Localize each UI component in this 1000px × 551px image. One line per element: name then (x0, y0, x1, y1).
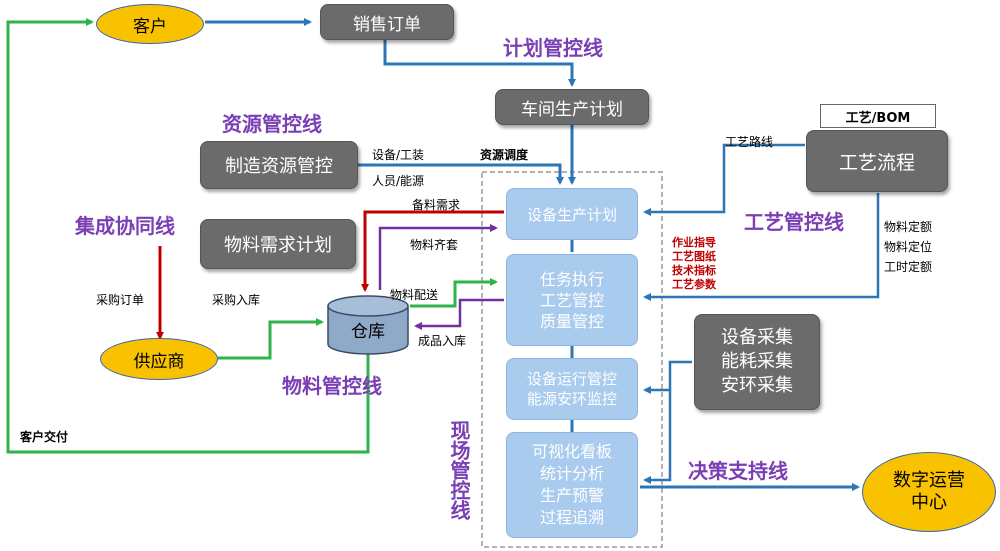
supplier-node: 供应商 (100, 338, 218, 380)
label-material-position: 物料定位 (884, 240, 933, 254)
label-purchase-storage: 采购入库 (212, 293, 261, 307)
arrow-supplier-to-warehouse (218, 318, 324, 360)
digital-center-line-2: 中心 (911, 492, 947, 513)
material-line-title: 物料管控线 (282, 374, 382, 398)
resource-line-title: 资源管控线 (222, 112, 322, 136)
collection-safety: 安环采集 (721, 375, 793, 396)
dashboard-line-4: 过程追溯 (539, 508, 604, 527)
task-exec-box: 任务执行 工艺管控 质量管控 (506, 254, 638, 346)
note-process-params: 工艺参数 (672, 278, 716, 291)
label-customer-delivery: 客户交付 (20, 430, 69, 444)
dashboard-line-2: 统计分析 (539, 464, 604, 483)
equip-ops-line-1: 设备运行管控 (526, 370, 617, 388)
label-equipment-tooling: 设备/工装 (372, 148, 425, 162)
arrow-process-to-task (643, 193, 880, 301)
equipment-plan-label: 设备生产计划 (526, 205, 617, 224)
dashboard-box: 可视化看板 统计分析 生产预警 过程追溯 (506, 432, 638, 538)
warehouse-cylinder (327, 295, 409, 355)
arrow-collection-to-dashboard (643, 390, 672, 484)
supplier-label: 供应商 (133, 351, 185, 372)
label-process-route: 工艺路线 (725, 135, 774, 149)
material-plan-label: 物料需求计划 (224, 235, 332, 256)
arrow-material-kit (378, 224, 498, 290)
label-material-kit: 物料齐套 (410, 238, 459, 252)
warehouse-label: 仓库 (351, 321, 385, 342)
resource-control-label: 制造资源管控 (225, 156, 333, 177)
collection-energy: 能耗采集 (721, 351, 793, 372)
arrow-warehouse-to-customer (6, 18, 370, 454)
process-bom-label: 工艺/BOM (845, 110, 911, 126)
site-line-title: 现场管控线 (447, 420, 471, 520)
label-personnel-energy: 人员/能源 (372, 174, 425, 188)
equip-ops-box: 设备运行管控 能源安环监控 (506, 358, 638, 420)
plan-line-title: 计划管控线 (503, 36, 603, 60)
arrow-collection-to-ops (643, 360, 692, 394)
process-flow-label: 工艺流程 (838, 151, 915, 174)
note-process-drawing: 工艺图纸 (672, 250, 716, 263)
note-work-guide: 作业指导 (672, 236, 716, 249)
label-purchase-order: 采购订单 (96, 293, 145, 307)
process-bom-box: 工艺/BOM (820, 104, 936, 128)
process-flow-box: 工艺流程 (806, 130, 948, 192)
warehouse-node: 仓库 (328, 314, 408, 344)
process-line-title: 工艺管控线 (744, 210, 844, 234)
task-exec-line-2: 工艺管控 (539, 290, 604, 310)
digital-center-line-1: 数字运营 (893, 470, 965, 491)
workshop-plan-label: 车间生产计划 (521, 99, 623, 120)
arrow-prep-demand (361, 210, 504, 292)
arrow-resource-to-equipment (358, 163, 564, 185)
resource-control-box: 制造资源管控 (200, 141, 358, 189)
integration-line-title: 集成协同线 (75, 214, 175, 238)
sales-order-box: 销售订单 (320, 4, 454, 40)
workshop-plan-box: 车间生产计划 (495, 89, 649, 125)
arrow-warehouse-to-task (410, 278, 498, 308)
dashboard-line-3: 生产预警 (539, 486, 604, 505)
customer-node: 客户 (96, 4, 204, 44)
digital-center-node: 数字运营 中心 (862, 452, 996, 532)
task-exec-line-1: 任务执行 (539, 269, 604, 289)
note-tech-index: 技术指标 (672, 264, 716, 277)
task-exec-line-3: 质量管控 (539, 311, 604, 331)
equipment-plan-box: 设备生产计划 (506, 188, 638, 240)
label-finished-storage: 成品入库 (418, 334, 467, 348)
arrow-process-to-equipment (643, 143, 805, 216)
customer-label: 客户 (133, 16, 167, 37)
dashboard-line-1: 可视化看板 (531, 442, 612, 461)
label-material-delivery: 物料配送 (390, 288, 439, 302)
label-prep-demand: 备料需求 (412, 198, 461, 212)
sales-order-label: 销售订单 (353, 14, 421, 35)
equip-ops-line-2: 能源安环监控 (526, 390, 617, 408)
material-plan-box: 物料需求计划 (200, 219, 356, 269)
decision-line-title: 决策支持线 (688, 459, 788, 483)
label-work-hour-quota: 工时定额 (884, 260, 933, 274)
arrow-order-to-plan (383, 40, 576, 87)
label-material-quota: 物料定额 (884, 220, 933, 234)
arrow-finished-storage (414, 298, 504, 330)
label-resource-dispatch: 资源调度 (480, 148, 529, 162)
collection-equipment: 设备采集 (721, 327, 793, 348)
collection-box: 设备采集 能耗采集 安环采集 (694, 314, 820, 410)
